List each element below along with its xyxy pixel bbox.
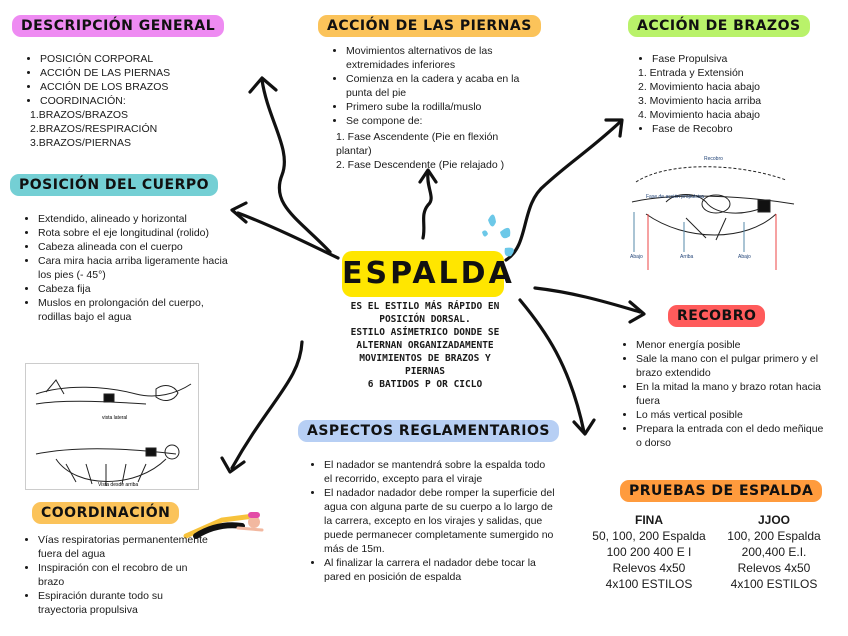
recobro-title: RECOBRO — [668, 305, 766, 327]
arrow-to-descripcion — [260, 78, 332, 254]
arrow-to-pruebas — [518, 298, 586, 434]
pruebas-fina-heading: FINA — [635, 513, 663, 527]
brazos-list-first: Fase Propulsiva — [636, 52, 822, 66]
sketch-label-arriba: Vista desde arriba — [98, 482, 138, 488]
arrow-to-coordinacion — [230, 340, 304, 470]
arrowhead-recobro — [628, 300, 646, 324]
splash-icon — [482, 214, 514, 257]
arrowhead-descripcion — [248, 76, 278, 94]
arm-stroke-figure: Recobro Fase de acción propulsiva Abajo … — [626, 152, 800, 270]
coordinacion-title: COORDINACIÓN — [32, 502, 180, 524]
arrowhead-brazos — [604, 118, 624, 138]
center-title: ESPALDA — [342, 251, 512, 297]
arrowhead-pruebas — [572, 418, 596, 436]
arm-label-abajo-2: Abajo — [738, 254, 751, 260]
recobro-list: Menor energía posible Sale la mano con e… — [620, 338, 826, 450]
swimmer-icon — [183, 512, 264, 539]
coordinacion-list: Vías respiratorias permanentemente fuera… — [22, 533, 208, 617]
arm-stroke-drawing: Recobro Fase de acción propulsiva Abajo … — [630, 156, 795, 270]
brazos-title: ACCIÓN DE BRAZOS — [628, 15, 810, 37]
posicion-title: POSICIÓN DEL CUERPO — [10, 174, 219, 196]
arrow-to-recobro — [533, 286, 642, 314]
sketch-label-lateral: vista lateral — [102, 415, 127, 421]
swimmer-sketch-image: vista lateral Vista desde arriba — [25, 363, 199, 490]
arm-label-abajo-1: Abajo — [630, 254, 643, 260]
brazos-sublist: 1. Entrada y Extensión 2. Movimiento hac… — [638, 67, 762, 121]
pruebas-jjoo: JJOO 100, 200 Espalda 200,400 E.I. Relev… — [716, 512, 832, 592]
arrow-to-brazos — [504, 120, 622, 262]
descripcion-list: POSICIÓN CORPORAL ACCIÓN DE LAS PIERNAS … — [24, 52, 220, 108]
pruebas-jjoo-heading: JJOO — [757, 513, 790, 527]
arrowhead-posicion — [230, 201, 248, 224]
arm-label-fase: Fase de acción propulsiva — [646, 194, 704, 200]
arrow-to-posicion — [236, 211, 340, 260]
aspectos-title: ASPECTOS REGLAMENTARIOS — [298, 420, 559, 442]
pruebas-title: PRUEBAS DE ESPALDA — [620, 480, 823, 502]
arm-label-recobro: Recobro — [704, 156, 723, 162]
arrowhead-coordinacion — [220, 456, 246, 474]
piernas-sublist: 1. Fase Ascendente (Pie en flexión plant… — [336, 131, 505, 171]
swimmer-sketch-drawing: vista lateral Vista desde arriba — [35, 379, 192, 488]
arrow-to-piernas — [421, 170, 433, 240]
brazos-list-last: Fase de Recobro — [636, 122, 822, 136]
descripcion-title: DESCRIPCIÓN GENERAL — [12, 15, 225, 37]
aspectos-list: El nadador se mantendrá sobre la espalda… — [308, 458, 556, 584]
arm-label-arriba: Arriba — [680, 254, 694, 260]
descripcion-sublist: 1.BRAZOS/BRAZOS 2.BRAZOS/RESPIRACIÓN 3.B… — [30, 109, 158, 149]
center-description: ES EL ESTILO MÁS RÁPIDO EN POSICIÓN DORS… — [350, 301, 500, 390]
piernas-title: ACCIÓN DE LAS PIERNAS — [318, 15, 541, 37]
piernas-list: Movimientos alternativos de las extremid… — [330, 44, 546, 128]
posicion-list: Extendido, alineado y horizontal Rota so… — [22, 212, 238, 324]
pruebas-fina: FINA 50, 100, 200 Espalda 100 200 400 E … — [588, 512, 710, 592]
arrowhead-piernas — [418, 168, 438, 184]
